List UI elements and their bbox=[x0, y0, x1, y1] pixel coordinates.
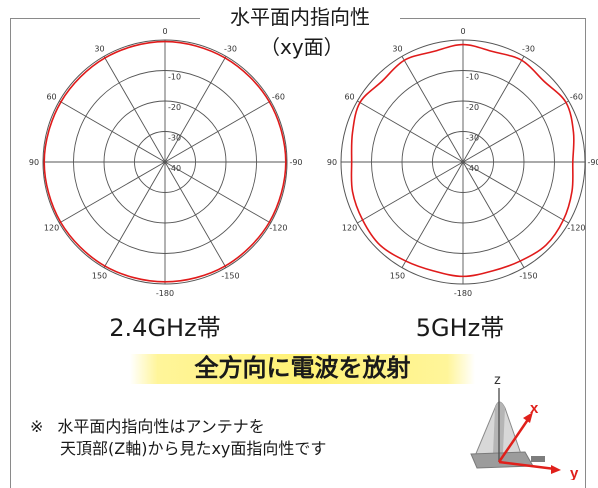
chart-title: 水平面内指向性 bbox=[200, 4, 400, 30]
angle-tick-label: 150 bbox=[390, 271, 405, 280]
polar-spoke bbox=[164, 100, 271, 163]
angle-tick-label: -150 bbox=[519, 271, 537, 280]
polar-spoke bbox=[357, 100, 464, 163]
angle-tick-label: 30 bbox=[392, 45, 402, 54]
band-label-5ghz: 5GHz帯 bbox=[415, 314, 505, 342]
footnote-text-2: 天頂部(Z軸)から見たxy面指向性です bbox=[60, 439, 327, 458]
polar-spoke bbox=[462, 161, 525, 268]
x-axis-arrowhead bbox=[523, 412, 533, 423]
radial-tick-label: -40 bbox=[168, 164, 181, 173]
angle-tick-label: -120 bbox=[567, 224, 585, 233]
y-axis-line bbox=[498, 460, 556, 471]
angle-tick-label: -150 bbox=[221, 271, 239, 280]
angle-tick-label: 120 bbox=[44, 224, 59, 233]
polar-chart-5ghz: -10 -20 -30 -40 0 -30 -60 -90 -120 -150 -180 150 120… bbox=[327, 27, 598, 298]
band-label-2-4ghz: 2.4GHz帯 bbox=[109, 314, 221, 342]
polar-spoke bbox=[357, 161, 464, 224]
highlight-band bbox=[130, 354, 475, 384]
angle-tick-label: 0 bbox=[162, 27, 167, 36]
radial-tick-label: -10 bbox=[466, 73, 479, 82]
angle-tick-label: 60 bbox=[344, 93, 354, 102]
highlight-text: 全方向に電波を放射 bbox=[194, 354, 411, 382]
angle-tick-label: -90 bbox=[289, 158, 302, 167]
radiation-pattern-line bbox=[43, 40, 287, 283]
polar-spoke bbox=[59, 100, 166, 163]
chart-subtitle: （xy面） bbox=[260, 35, 344, 59]
radial-tick-label: -30 bbox=[168, 134, 181, 143]
footnote-mark: ※ bbox=[30, 417, 44, 436]
radiation-pattern-line bbox=[350, 43, 575, 278]
x-axis-label: x bbox=[530, 400, 539, 417]
angle-tick-label: 30 bbox=[94, 45, 104, 54]
polar-spoke bbox=[462, 161, 569, 224]
footnote: ※ 水平面内指向性はアンテナを 天頂部(Z軸)から見たxy面指向性です bbox=[30, 416, 326, 460]
polar-chart-2-4ghz: -10 -20 -30 -40 0 -30 -60 -90 -120 -150 -180 150 120… bbox=[29, 27, 303, 298]
y-axis-label: y bbox=[570, 465, 579, 480]
angle-tick-label: 90 bbox=[29, 158, 39, 167]
radial-tick-label: -40 bbox=[466, 164, 479, 173]
polar-spoke bbox=[164, 161, 271, 224]
angle-tick-label: -180 bbox=[156, 289, 174, 298]
x-axis-line bbox=[497, 417, 531, 463]
polar-spoke bbox=[164, 56, 227, 163]
angle-tick-label: -180 bbox=[454, 289, 472, 298]
angle-tick-label: -30 bbox=[522, 45, 535, 54]
antenna-axes-diagram: z x y bbox=[470, 371, 579, 480]
radial-tick-label: -20 bbox=[168, 103, 181, 112]
angle-tick-label: 150 bbox=[92, 271, 107, 280]
angle-tick-label: 0 bbox=[460, 27, 465, 36]
angle-tick-label: -60 bbox=[570, 93, 583, 102]
z-axis-label: z bbox=[494, 371, 501, 387]
polar-spoke bbox=[59, 161, 166, 224]
radial-tick-label: -30 bbox=[466, 134, 479, 143]
polar-spoke bbox=[401, 161, 464, 268]
radial-tick-label: -20 bbox=[466, 103, 479, 112]
angle-tick-label: 90 bbox=[327, 158, 337, 167]
footnote-line-1: ※ 水平面内指向性はアンテナを bbox=[30, 417, 265, 436]
polar-spoke bbox=[164, 161, 227, 268]
angle-tick-label: -90 bbox=[587, 158, 598, 167]
angle-tick-label: -30 bbox=[224, 45, 237, 54]
polar-spoke bbox=[103, 161, 166, 268]
angle-tick-label: 60 bbox=[46, 93, 56, 102]
radial-tick-label: -10 bbox=[168, 73, 181, 82]
angle-tick-label: -120 bbox=[269, 224, 287, 233]
y-axis-arrowhead bbox=[551, 465, 561, 474]
polar-spoke bbox=[462, 56, 525, 163]
angle-tick-label: -60 bbox=[272, 93, 285, 102]
polar-spoke bbox=[103, 56, 166, 163]
angle-tick-label: 120 bbox=[342, 224, 357, 233]
polar-spoke bbox=[401, 56, 464, 163]
polar-spoke bbox=[462, 100, 569, 163]
footnote-text-1: 水平面内指向性はアンテナを bbox=[57, 417, 265, 436]
